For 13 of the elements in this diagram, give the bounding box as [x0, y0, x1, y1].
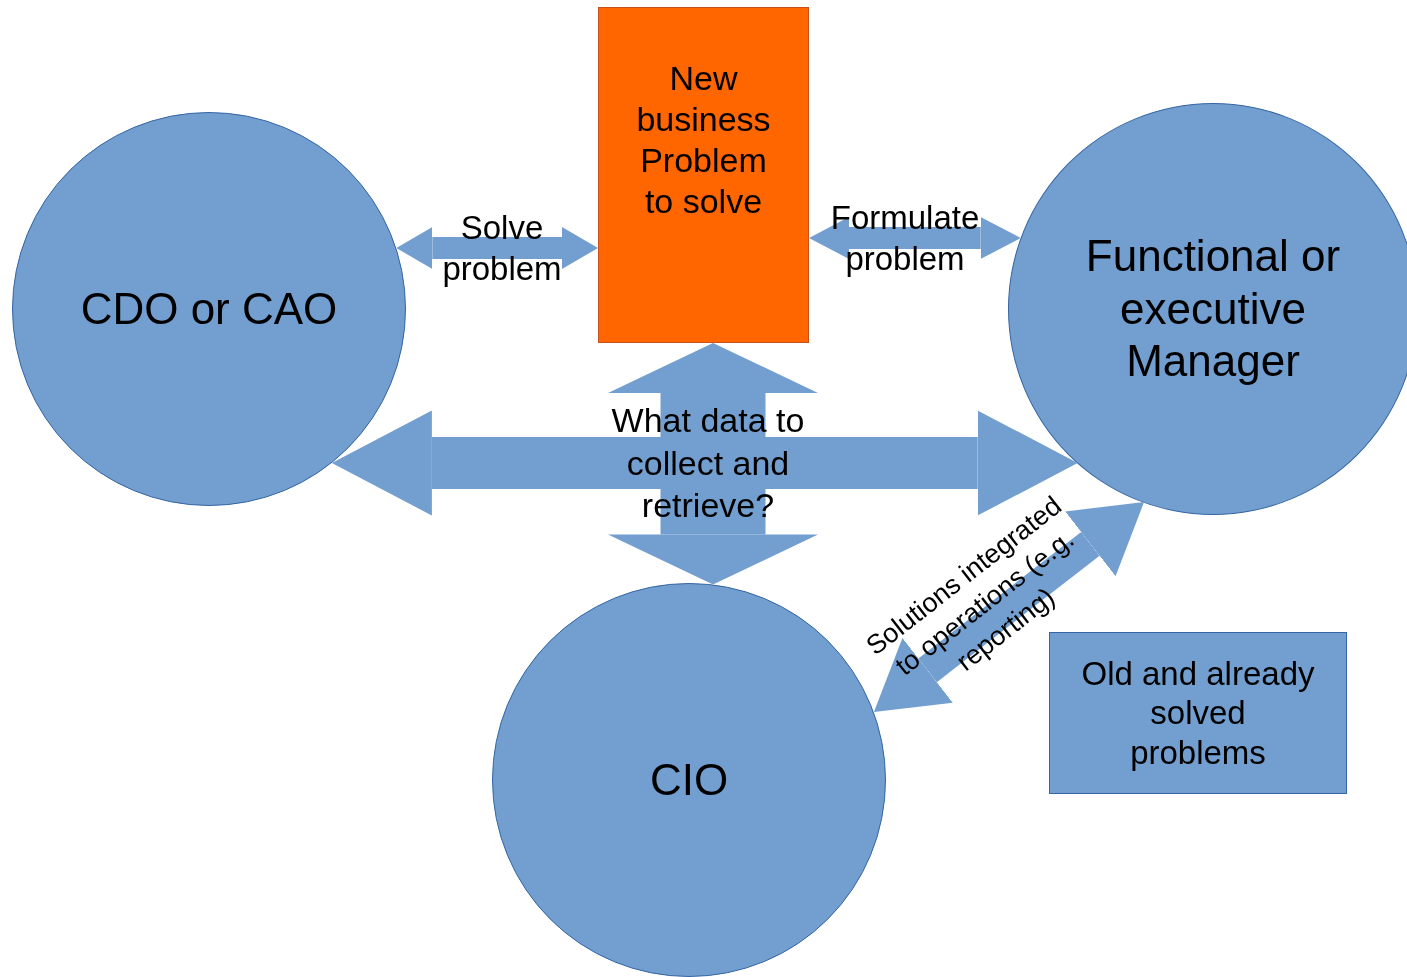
node-label: CIO	[649, 753, 729, 806]
node-label: Functional or executive Manager	[1084, 229, 1342, 388]
block-arrow	[608, 343, 818, 585]
node-label: New business Problem to solve	[635, 58, 772, 222]
edge-label: Formulate problem	[829, 197, 981, 279]
node-label: Old and already solved problems	[1080, 653, 1316, 773]
edge-label: Solve problem	[441, 207, 563, 289]
problem-box	[598, 7, 809, 343]
node-label: CDO or CAO	[80, 282, 338, 335]
block-arrow	[873, 502, 1145, 713]
block-arrow	[396, 227, 598, 269]
block-arrow	[331, 410, 1078, 516]
block-arrow	[809, 217, 1021, 259]
